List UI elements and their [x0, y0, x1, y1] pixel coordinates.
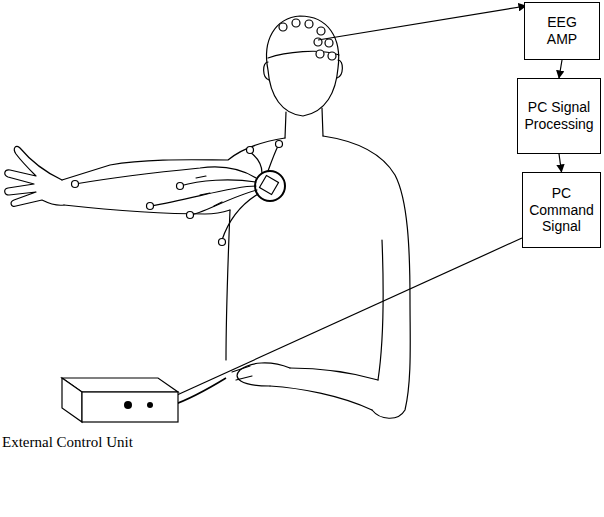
ear [264, 62, 269, 80]
hand [237, 363, 290, 386]
lead-wire [268, 146, 278, 171]
implant [255, 171, 285, 201]
eeg-electrode [328, 52, 336, 60]
electrode [247, 147, 254, 154]
eeg-cable [318, 6, 526, 40]
electrode [276, 141, 283, 148]
amplifier-box: EEG AMP [524, 2, 600, 60]
command-box: PC Command Signal [522, 172, 601, 248]
eeg-electrode [316, 50, 324, 58]
torso-left [226, 210, 230, 360]
head-outline [267, 16, 339, 116]
signal-arrow [559, 60, 562, 78]
box-label: PC Signal Processing [524, 99, 593, 133]
implant-device [259, 175, 278, 194]
ear [337, 60, 342, 78]
electrode [177, 183, 184, 190]
lead-wire [250, 152, 262, 173]
signal-arrow [155, 238, 522, 405]
electrode [147, 203, 154, 210]
lead-wire [180, 180, 256, 186]
box-label: PC Command Signal [529, 185, 594, 235]
lead-wire [75, 167, 256, 184]
forearm [290, 368, 378, 380]
unit-label: External Control Unit [2, 434, 133, 451]
processing-box: PC Signal Processing [517, 78, 601, 154]
torso-outline [62, 138, 285, 180]
hand [5, 146, 64, 206]
electrode [219, 239, 226, 246]
neck [322, 108, 323, 136]
inner-arm [378, 240, 383, 380]
jack [124, 401, 132, 409]
eeg-electrode [325, 39, 333, 47]
forearm [270, 386, 372, 410]
torso-right [323, 136, 410, 418]
box-label: EEG AMP [547, 14, 577, 48]
control-unit: External Control Unit [0, 370, 180, 456]
eeg-electrode [279, 23, 287, 31]
electrode [72, 181, 79, 188]
eeg-electrode [317, 27, 325, 35]
neck [285, 112, 286, 138]
eeg-electrode [292, 19, 300, 27]
control-unit-box [0, 370, 180, 430]
lead-wire [222, 194, 258, 240]
signal-arrow [559, 154, 562, 172]
jack [147, 402, 153, 408]
eeg-electrode [305, 20, 313, 28]
electrode [187, 212, 194, 219]
lead-connector [196, 176, 222, 206]
